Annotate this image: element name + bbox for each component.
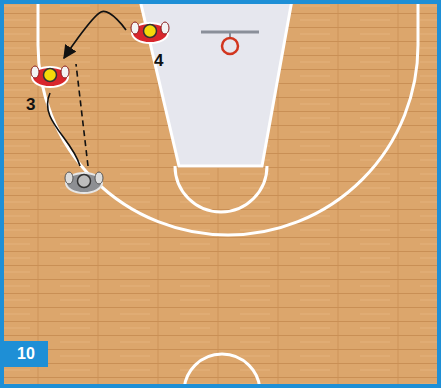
ball-handler-figure: [65, 172, 103, 193]
center-circle: [184, 354, 260, 388]
player-icon-box: [28, 58, 72, 92]
cut-arrow: [64, 11, 126, 58]
player-marker: 3: [22, 58, 72, 116]
player-icon: [28, 58, 72, 92]
player-icon: [128, 14, 172, 48]
paint-area: [140, 0, 292, 166]
figure-number: 10: [4, 341, 48, 367]
pass-line: [76, 64, 88, 166]
player-number: 3: [26, 96, 35, 113]
free-throw-circle: [175, 166, 267, 212]
player-marker: 4: [126, 14, 174, 74]
player-number: 4: [154, 52, 163, 69]
cut-line: [47, 93, 80, 166]
three-point-line: [38, 0, 418, 235]
player-icon-box: [128, 14, 172, 48]
basket-rim: [222, 38, 238, 54]
